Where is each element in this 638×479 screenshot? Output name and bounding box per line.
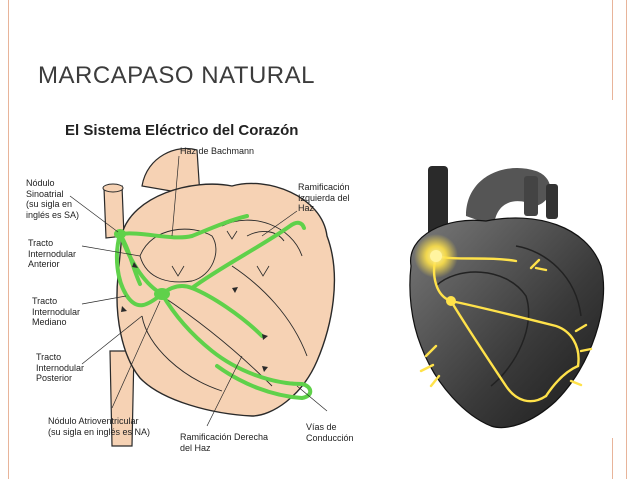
label-anterior-tract: Tracto Internodular Anterior <box>28 238 77 269</box>
label-middle-tract: Tracto Internodular Mediano <box>32 296 81 327</box>
label-conduction-paths: Vías de Conducción <box>306 422 354 443</box>
heart-3d-illustration <box>396 156 618 438</box>
diagram-title: El Sistema Eléctrico del Corazón <box>65 122 299 139</box>
slide-title: MARCAPASO NATURAL <box>38 62 315 89</box>
slide-border-top-right <box>612 0 613 100</box>
label-av-node: Nódulo Atrioventricular (su sigla en ing… <box>48 416 151 437</box>
aorta <box>141 147 201 197</box>
heart-body <box>116 182 336 417</box>
label-left-branch: Ramificación Izquierda del Haz <box>298 182 350 213</box>
sa-node-3d <box>430 250 442 262</box>
label-posterior-tract: Tracto Internodular Posterior <box>36 352 85 383</box>
heart-illustration <box>69 147 336 447</box>
av-node <box>154 288 170 300</box>
slide-border-bottom-right <box>612 420 613 479</box>
label-sa-node: Nódulo Sinoatrial (su sigla en inglés es… <box>26 178 80 220</box>
label-bachmann: Haz de Bachmann <box>180 146 255 156</box>
label-right-branch: Ramificación Derecha del Haz <box>180 432 269 453</box>
heart-conduction-diagram: El Sistema Eléctrico del Corazón <box>22 116 368 464</box>
slide-border-right <box>626 0 627 479</box>
slide-border-left <box>8 0 9 479</box>
heart-body-3d <box>409 217 605 429</box>
av-node-3d <box>446 296 456 306</box>
